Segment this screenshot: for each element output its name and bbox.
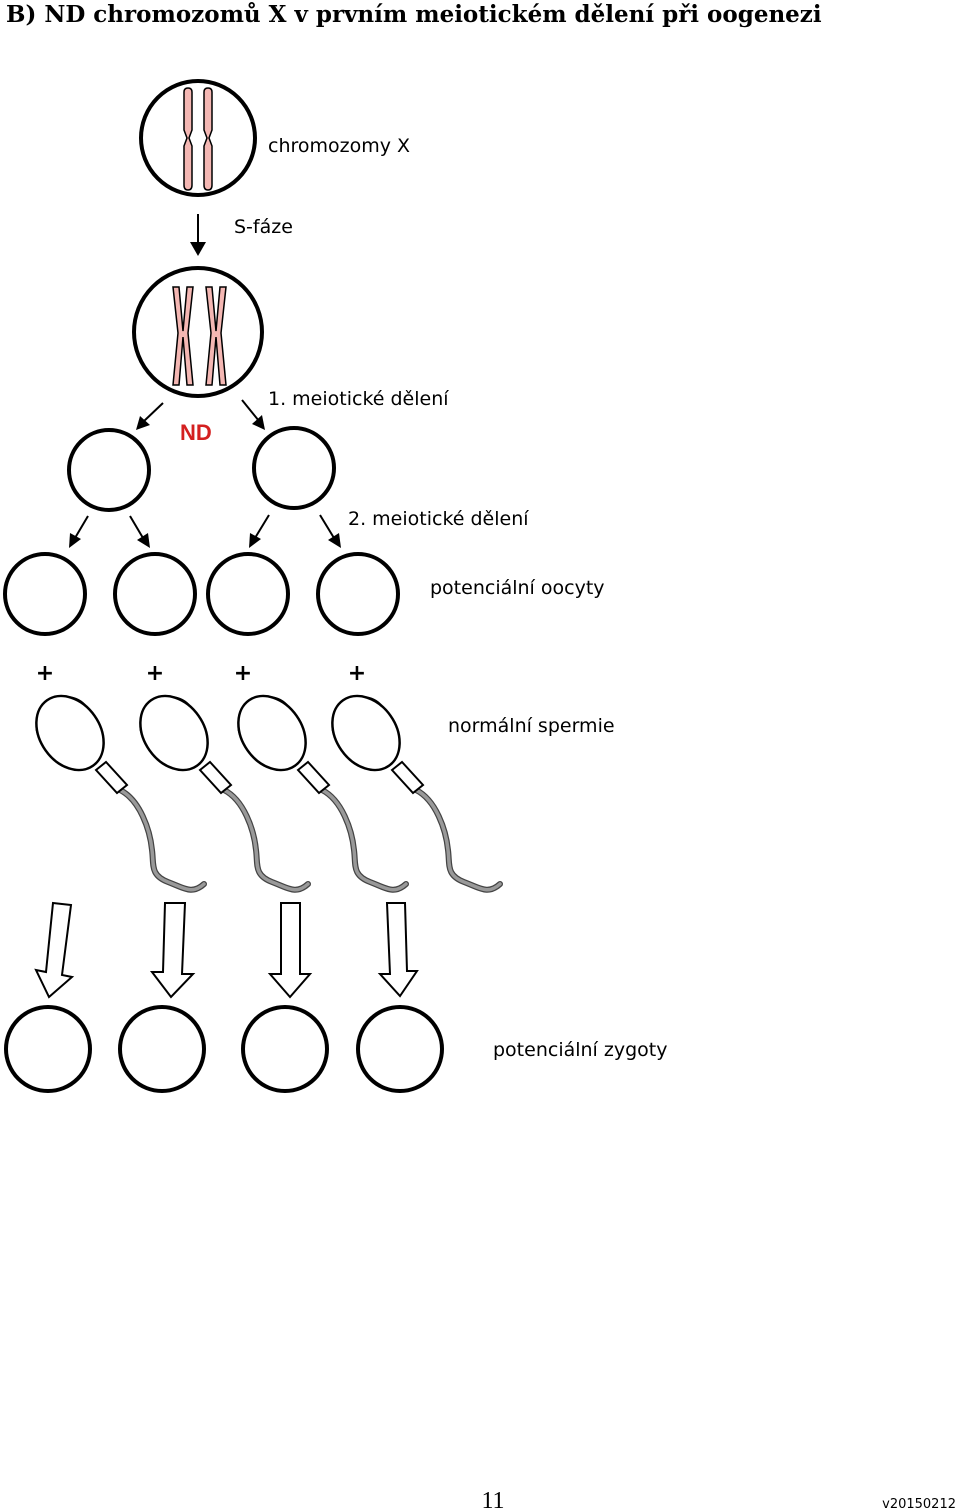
fertilization-arrow-3 xyxy=(267,902,313,999)
zygote-3 xyxy=(241,1005,329,1093)
sperm-label: normální spermie xyxy=(448,715,615,737)
fertilization-arrow-2 xyxy=(149,902,196,999)
plus-sign-1: + xyxy=(36,661,54,686)
zygote-1 xyxy=(4,1005,92,1093)
meiosis2-label: 2. meiotické dělení xyxy=(348,508,529,530)
s-phase-arrow xyxy=(190,214,206,256)
oocytes-label: potenciální oocyty xyxy=(430,577,605,599)
sperm-1 xyxy=(35,694,207,893)
meiosis2-arrow-1 xyxy=(69,515,89,548)
s-phase-label: S-fáze xyxy=(234,216,293,238)
zygotes-label: potenciální zygoty xyxy=(493,1039,667,1061)
page-number: 11 xyxy=(481,1488,504,1512)
zygote-4 xyxy=(356,1005,444,1093)
oocyte-1 xyxy=(3,552,87,636)
oocyte-4 xyxy=(316,552,400,636)
meiosis1-label: 1. meiotické dělení xyxy=(268,388,449,410)
plus-sign-3: + xyxy=(234,661,252,686)
chromosome-1 xyxy=(183,87,193,191)
duplicated-chromosome-2 xyxy=(205,286,227,386)
sperm-2 xyxy=(139,694,311,893)
oocytes-row xyxy=(3,552,400,636)
fertilization-arrow-1 xyxy=(34,901,75,999)
initial-cell xyxy=(139,79,257,197)
version-label: v20150212 xyxy=(882,1497,956,1512)
meiosis2-arrow-4 xyxy=(319,514,341,548)
plus-sign-4: + xyxy=(348,661,366,686)
sperm-4 xyxy=(331,694,503,893)
meiosis1-cell-left xyxy=(67,428,151,512)
page-title: B) ND chromozomů X v prvním meiotickém d… xyxy=(6,1,822,28)
oocyte-2 xyxy=(113,552,197,636)
chromosome-2 xyxy=(203,87,213,191)
plus-sign-2: + xyxy=(146,661,164,686)
meiosis1-arrow-right xyxy=(241,399,265,430)
meiosis1-cell-right xyxy=(252,426,336,510)
meiosis1-arrow-left xyxy=(136,402,164,430)
chromosomes-label: chromozomy X xyxy=(268,135,410,157)
meiosis2-arrow-3 xyxy=(249,514,270,548)
zygotes-row xyxy=(4,1005,444,1093)
sperm-3 xyxy=(237,694,409,893)
zygote-2 xyxy=(118,1005,206,1093)
fertilization-arrow-4 xyxy=(377,902,419,998)
meiosis2-arrow-2 xyxy=(129,515,150,548)
duplicated-cell xyxy=(132,266,264,398)
duplicated-chromosome-1 xyxy=(172,286,194,386)
nondisjunction-label: ND xyxy=(180,420,212,445)
oocyte-3 xyxy=(206,552,290,636)
